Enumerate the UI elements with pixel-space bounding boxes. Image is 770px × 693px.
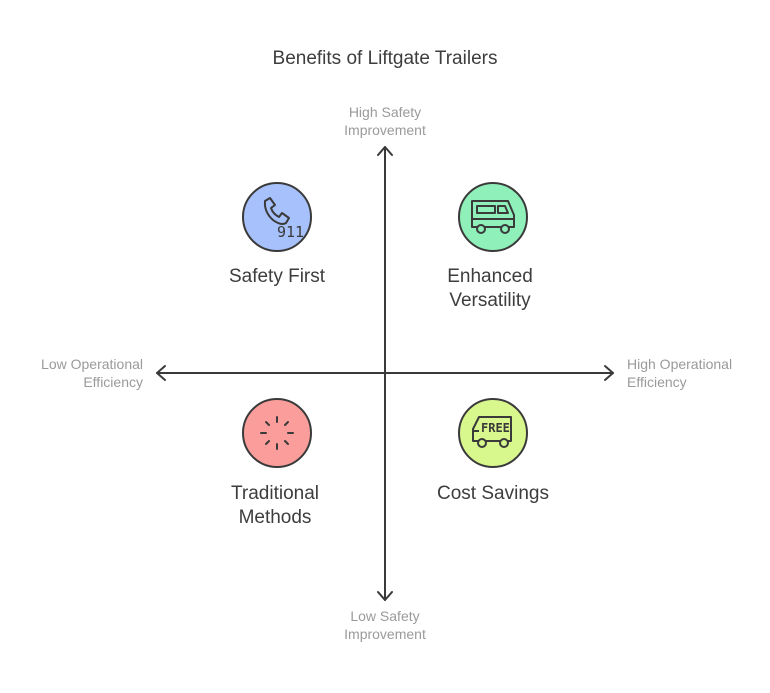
enhanced-versatility-label: Enhanced Versatility [447,266,533,311]
cost-savings-node: FREE [458,398,528,468]
axis-label-right: High Operational Efficiency [627,356,733,390]
phone-number-text: 911 [277,223,303,241]
axis-arrow-down [377,591,393,601]
safety-first-label: Safety First [228,266,326,287]
traditional-methods-node [242,398,312,468]
axis-arrow-right [604,365,614,381]
phone-911-icon: 911 [263,197,303,241]
rv-camper-icon [471,200,515,234]
axis-arrow-left [156,365,166,381]
axis-label-left: Low Operational Efficiency [41,356,143,390]
enhanced-versatility-node [458,182,528,252]
axis-arrow-up [377,146,393,156]
diagram-title: Benefits of Liftgate Trailers [272,48,498,69]
cost-savings-label: Cost Savings [437,483,549,504]
free-van-icon: FREE [472,416,512,448]
sun-burst-icon [260,416,294,450]
free-sign-text: FREE [481,421,510,435]
axis-label-top: High Safety Improvement [344,104,426,138]
axis-label-bottom: Low Safety Improvement [344,608,426,642]
traditional-methods-label: Traditional Methods [230,483,319,528]
safety-first-node: 911 [242,182,312,252]
